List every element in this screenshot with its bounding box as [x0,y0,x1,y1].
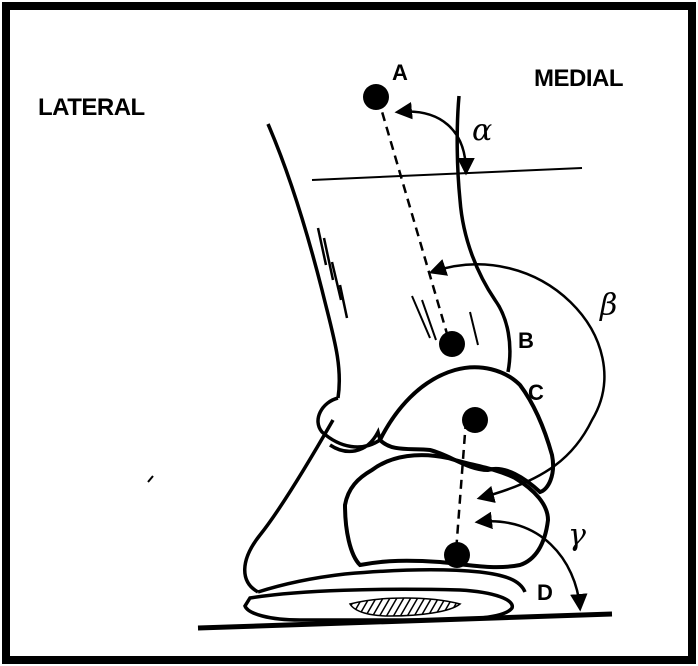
point-d-marker [444,542,470,568]
point-b-marker [439,331,465,357]
point-b-label: B [518,328,534,353]
alpha-label: α [472,113,492,148]
stray-mark [148,476,153,482]
lateral-label: LATERAL [38,94,145,121]
point-a-marker [363,84,389,110]
lateral-leg-hatching [318,228,347,318]
beta-label: β [599,288,617,323]
gamma-label: γ [568,518,586,553]
reference-line [312,168,582,180]
point-d-label: D [537,580,553,605]
medial-label: MEDIAL [534,65,623,92]
point-a-label: A [392,60,408,85]
heel-pad-hatching [350,598,460,616]
point-c-marker [462,407,488,433]
point-c-label: C [528,380,544,405]
calcaneal-axis-line [456,420,466,552]
tibial-axis-line [378,98,450,344]
